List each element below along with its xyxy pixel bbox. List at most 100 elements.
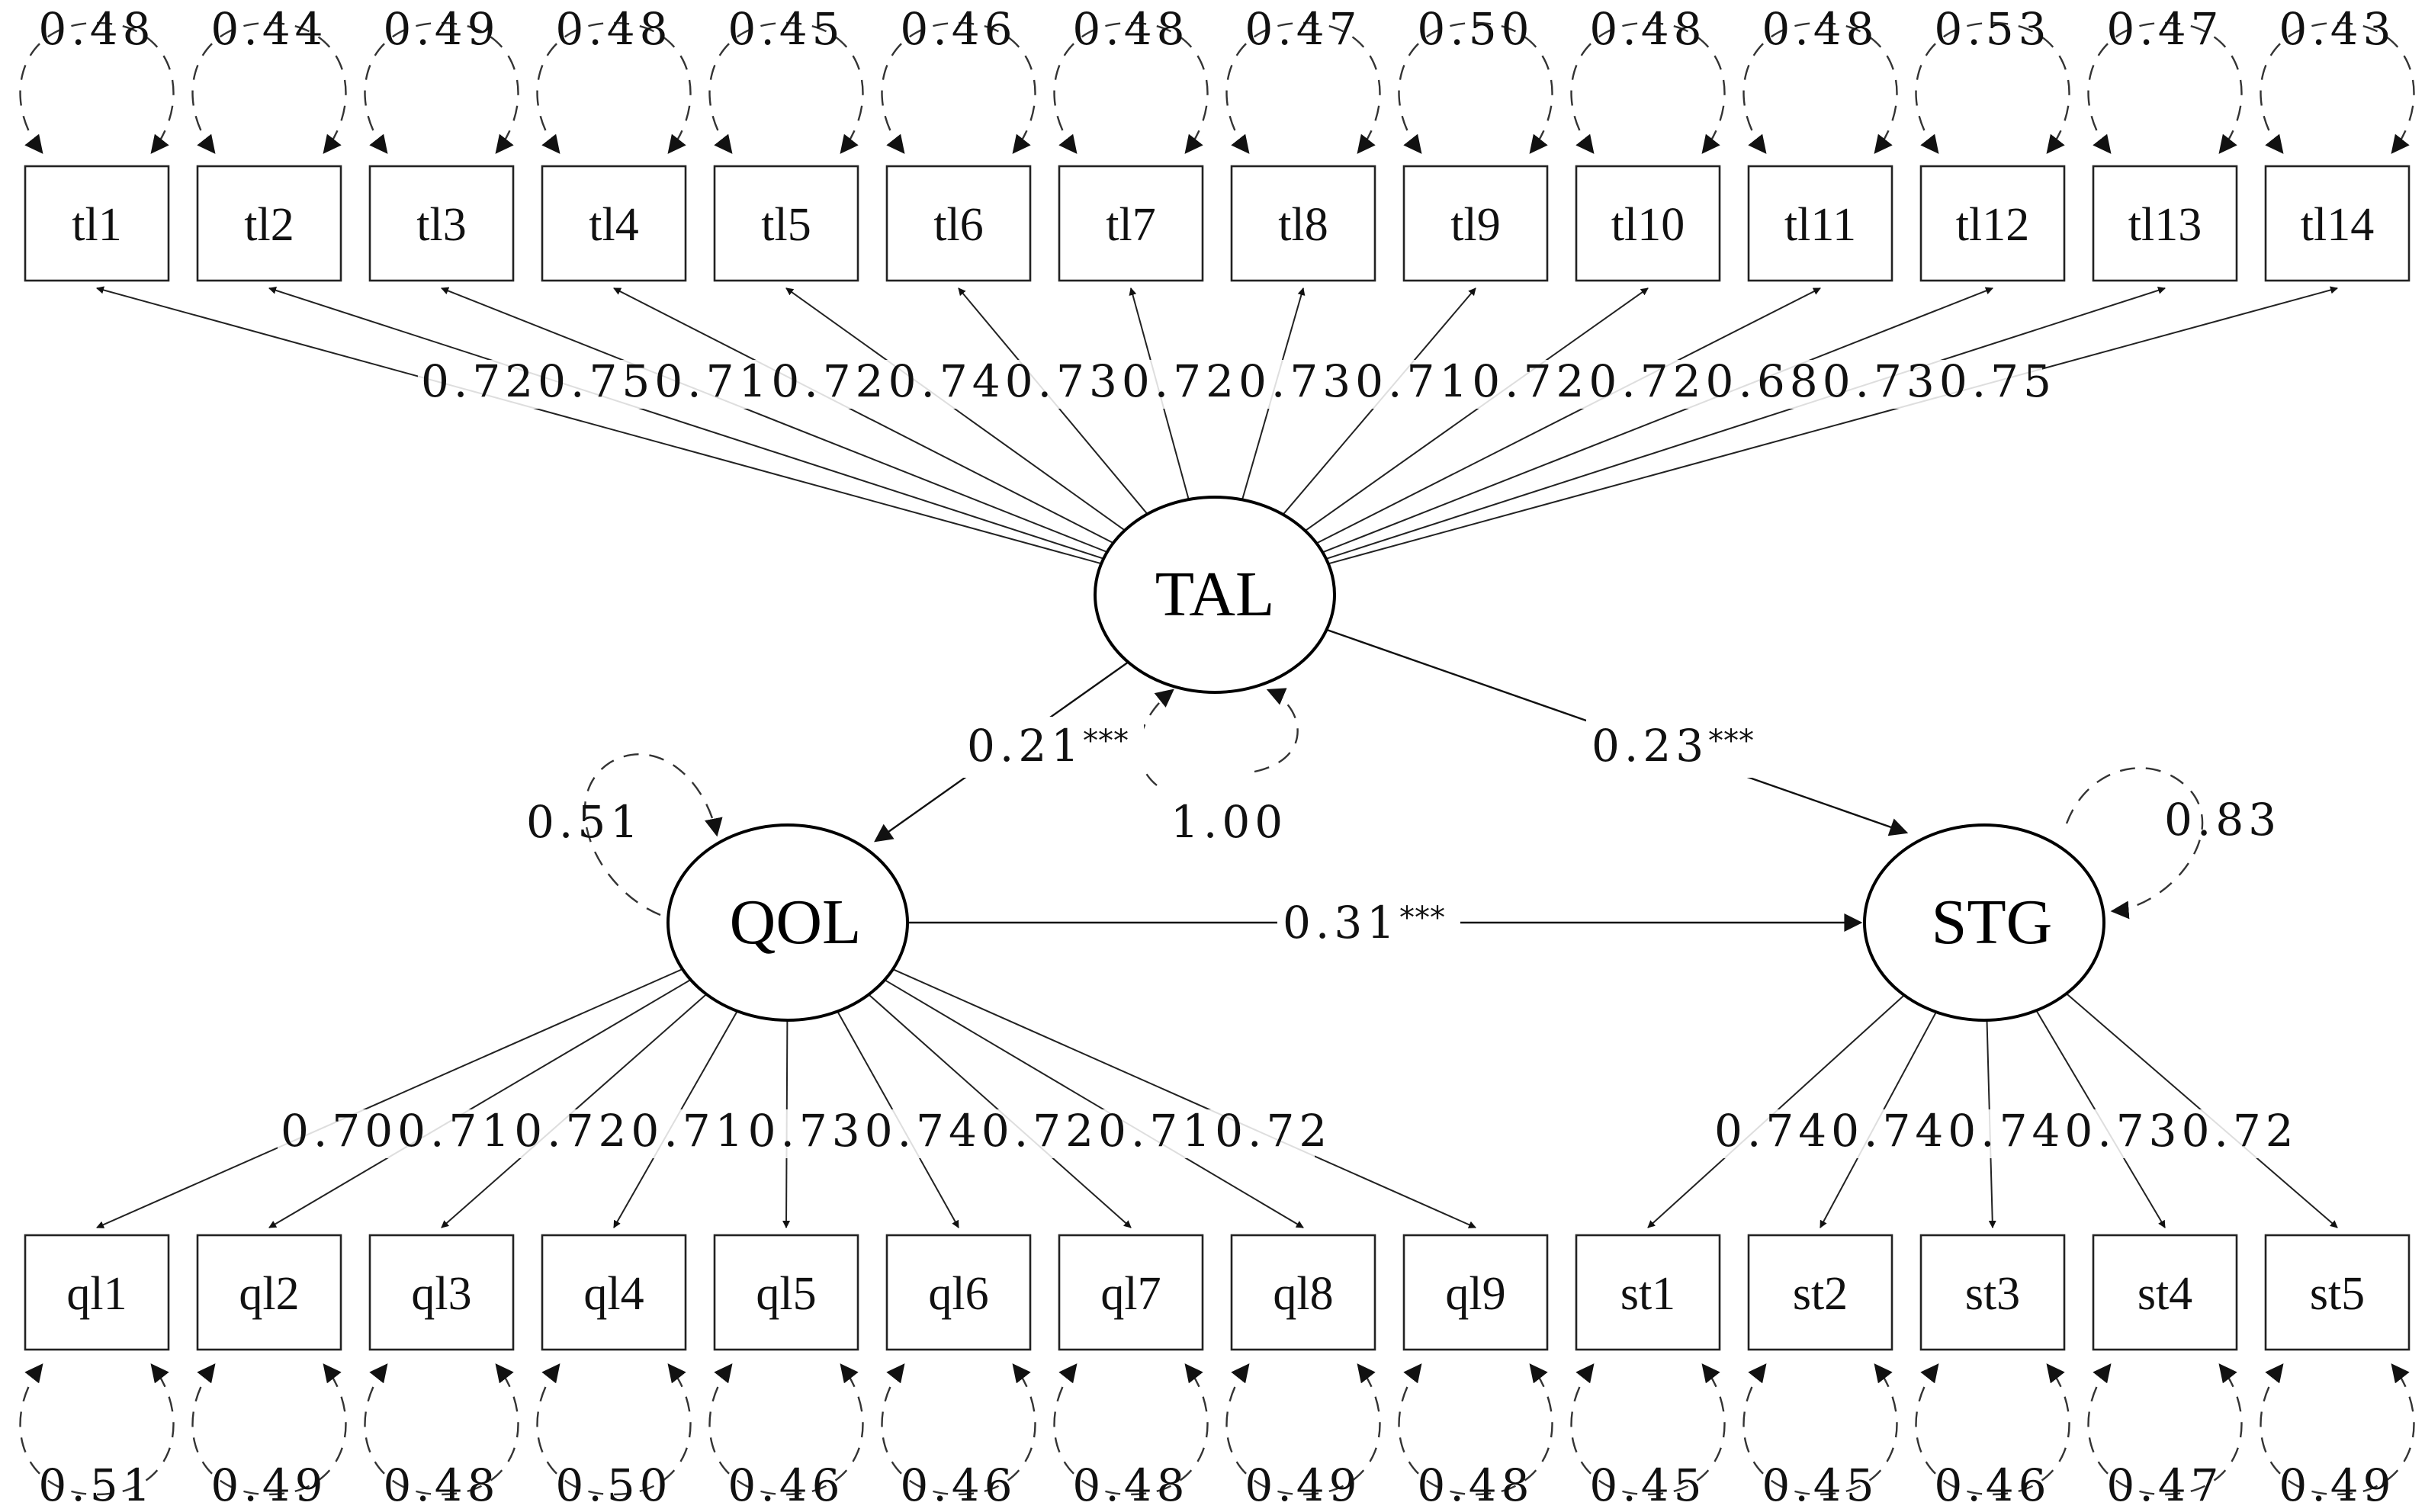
indicator-label: st4 <box>2138 1268 2192 1320</box>
residual-loop-tl5 <box>708 21 864 154</box>
indicator-label: tl13 <box>2128 199 2202 251</box>
indicator-label: ql2 <box>239 1268 299 1320</box>
labels: 0.720.750.710.720.740.730.720.730.710.72… <box>38 3 2395 1511</box>
indicator-box-ql4 <box>541 1234 687 1351</box>
residual-value-tl5: 0.45 <box>728 3 844 55</box>
loading-edge-tl2 <box>268 287 1104 560</box>
residual-value-ql4: 0.50 <box>555 1459 672 1511</box>
loading-edge-tl5 <box>785 287 1126 531</box>
indicator-label: tl14 <box>2301 199 2374 251</box>
residual-loop-ql9 <box>1398 1363 1553 1496</box>
loading-edge-tl4 <box>613 287 1114 544</box>
residual-loop-tl9 <box>1398 21 1553 154</box>
indicator-box-tl3 <box>368 165 515 282</box>
indicator-box-ql6 <box>885 1234 1032 1351</box>
residual-value-tl3: 0.49 <box>383 3 499 55</box>
path-tal-stg-coef: 0.23 <box>1592 720 1708 772</box>
residual-value-tl10: 0.48 <box>1589 3 1706 55</box>
latent-stg-label: STG <box>1932 887 2053 958</box>
indicator-label: tl11 <box>1784 199 1856 251</box>
loading-edge-ql2 <box>268 979 692 1228</box>
indicator-label: tl2 <box>244 199 294 251</box>
indicator-label: st2 <box>1793 1268 1848 1320</box>
loading-edge-tl1 <box>96 286 1102 565</box>
residual-loop-ql2 <box>191 1363 347 1496</box>
loading-edge-tl12 <box>1322 287 1993 554</box>
indicator-label: tl12 <box>1956 199 2029 251</box>
residual-value-st4: 0.47 <box>2106 1459 2223 1511</box>
indicator-box-tl4 <box>541 165 687 282</box>
residual-value-tl14: 0.43 <box>2279 3 2395 55</box>
indicator-box-tl7 <box>1058 165 1204 282</box>
indicator-box-tl6 <box>885 165 1032 282</box>
loading-edge-tl3 <box>441 287 1108 553</box>
indicator-box-ql7 <box>1058 1234 1204 1351</box>
loading-edge-tl13 <box>1325 287 2166 560</box>
residual-loop-tl6 <box>881 21 1036 154</box>
residual-loop-tl1 <box>19 21 175 154</box>
indicator-box-tl13 <box>2092 165 2238 282</box>
residual-loop-ql1 <box>19 1363 175 1496</box>
residual-value-tl6: 0.46 <box>900 3 1017 55</box>
indicator-label: ql4 <box>583 1268 644 1320</box>
path-tal-qol-sig: *** <box>1083 724 1129 759</box>
residual-value-tl12: 0.53 <box>1934 3 2051 55</box>
residual-loop-tl13 <box>2087 21 2243 154</box>
indicator-label: st5 <box>2310 1268 2365 1320</box>
variance-loop-tal <box>1254 688 1299 773</box>
residual-loop-tl12 <box>1915 21 2070 154</box>
indicator-label: ql9 <box>1445 1268 1505 1320</box>
indicator-label: tl1 <box>72 199 121 251</box>
loading-edge-ql8 <box>884 979 1304 1228</box>
latent-stg <box>1863 823 2105 1022</box>
variance-loop-qol <box>583 753 723 917</box>
variance-stg-value: 0.83 <box>2164 794 2281 846</box>
residual-loop-st1 <box>1570 1363 1726 1496</box>
indicator-box-st1 <box>1575 1234 1721 1351</box>
residual-loops <box>19 21 2415 1496</box>
loading-edge-ql9 <box>892 968 1476 1228</box>
variance-qol-value: 0.51 <box>526 796 643 848</box>
indicator-box-ql3 <box>368 1234 515 1351</box>
loading-label-row-stg: 0.740.740.740.730.72 <box>1714 1105 2298 1157</box>
indicator-box-tl1 <box>24 165 170 282</box>
residual-value-ql2: 0.49 <box>210 1459 327 1511</box>
indicator-label: tl7 <box>1106 199 1155 251</box>
indicator-box-tl14 <box>2264 165 2411 282</box>
residual-loop-st2 <box>1742 1363 1898 1496</box>
latent-qol-label: QOL <box>730 887 862 958</box>
indicator-label: tl6 <box>933 199 983 251</box>
indicator-box-tl12 <box>1919 165 2066 282</box>
latent-qol <box>666 823 909 1022</box>
loading-edge-tl11 <box>1315 287 1821 544</box>
residual-loop-st3 <box>1915 1363 2070 1496</box>
residual-value-tl1: 0.48 <box>38 3 155 55</box>
loading-edges <box>96 286 2338 1228</box>
residual-loop-st5 <box>2260 1363 2415 1496</box>
residual-loop-ql6 <box>881 1363 1036 1496</box>
residual-loop-ql8 <box>1225 1363 1381 1496</box>
residual-loop-ql5 <box>708 1363 864 1496</box>
residual-value-tl4: 0.48 <box>555 3 672 55</box>
indicator-label: st1 <box>1620 1268 1675 1320</box>
indicator-box-ql8 <box>1230 1234 1376 1351</box>
loading-edge-ql1 <box>96 968 683 1228</box>
residual-loop-ql4 <box>536 1363 692 1496</box>
indicator-label: ql6 <box>928 1268 988 1320</box>
residual-loop-ql3 <box>364 1363 519 1496</box>
latent-tal-label: TAL <box>1155 559 1275 630</box>
residual-value-tl13: 0.47 <box>2106 3 2223 55</box>
indicator-label: tl5 <box>761 199 811 251</box>
indicator-label: tl4 <box>589 199 638 251</box>
indicator-box-tl10 <box>1575 165 1721 282</box>
variance-tal-value: 1.00 <box>1171 796 1287 848</box>
indicator-box-tl8 <box>1230 165 1376 282</box>
indicator-box-ql5 <box>713 1234 859 1351</box>
residual-loop-st4 <box>2087 1363 2243 1496</box>
indicator-label: ql7 <box>1100 1268 1161 1320</box>
indicator-box-st4 <box>2092 1234 2238 1351</box>
indicator-box-ql9 <box>1402 1234 1549 1351</box>
indicator-label: tl8 <box>1278 199 1328 251</box>
indicator-box-tl2 <box>196 165 342 282</box>
